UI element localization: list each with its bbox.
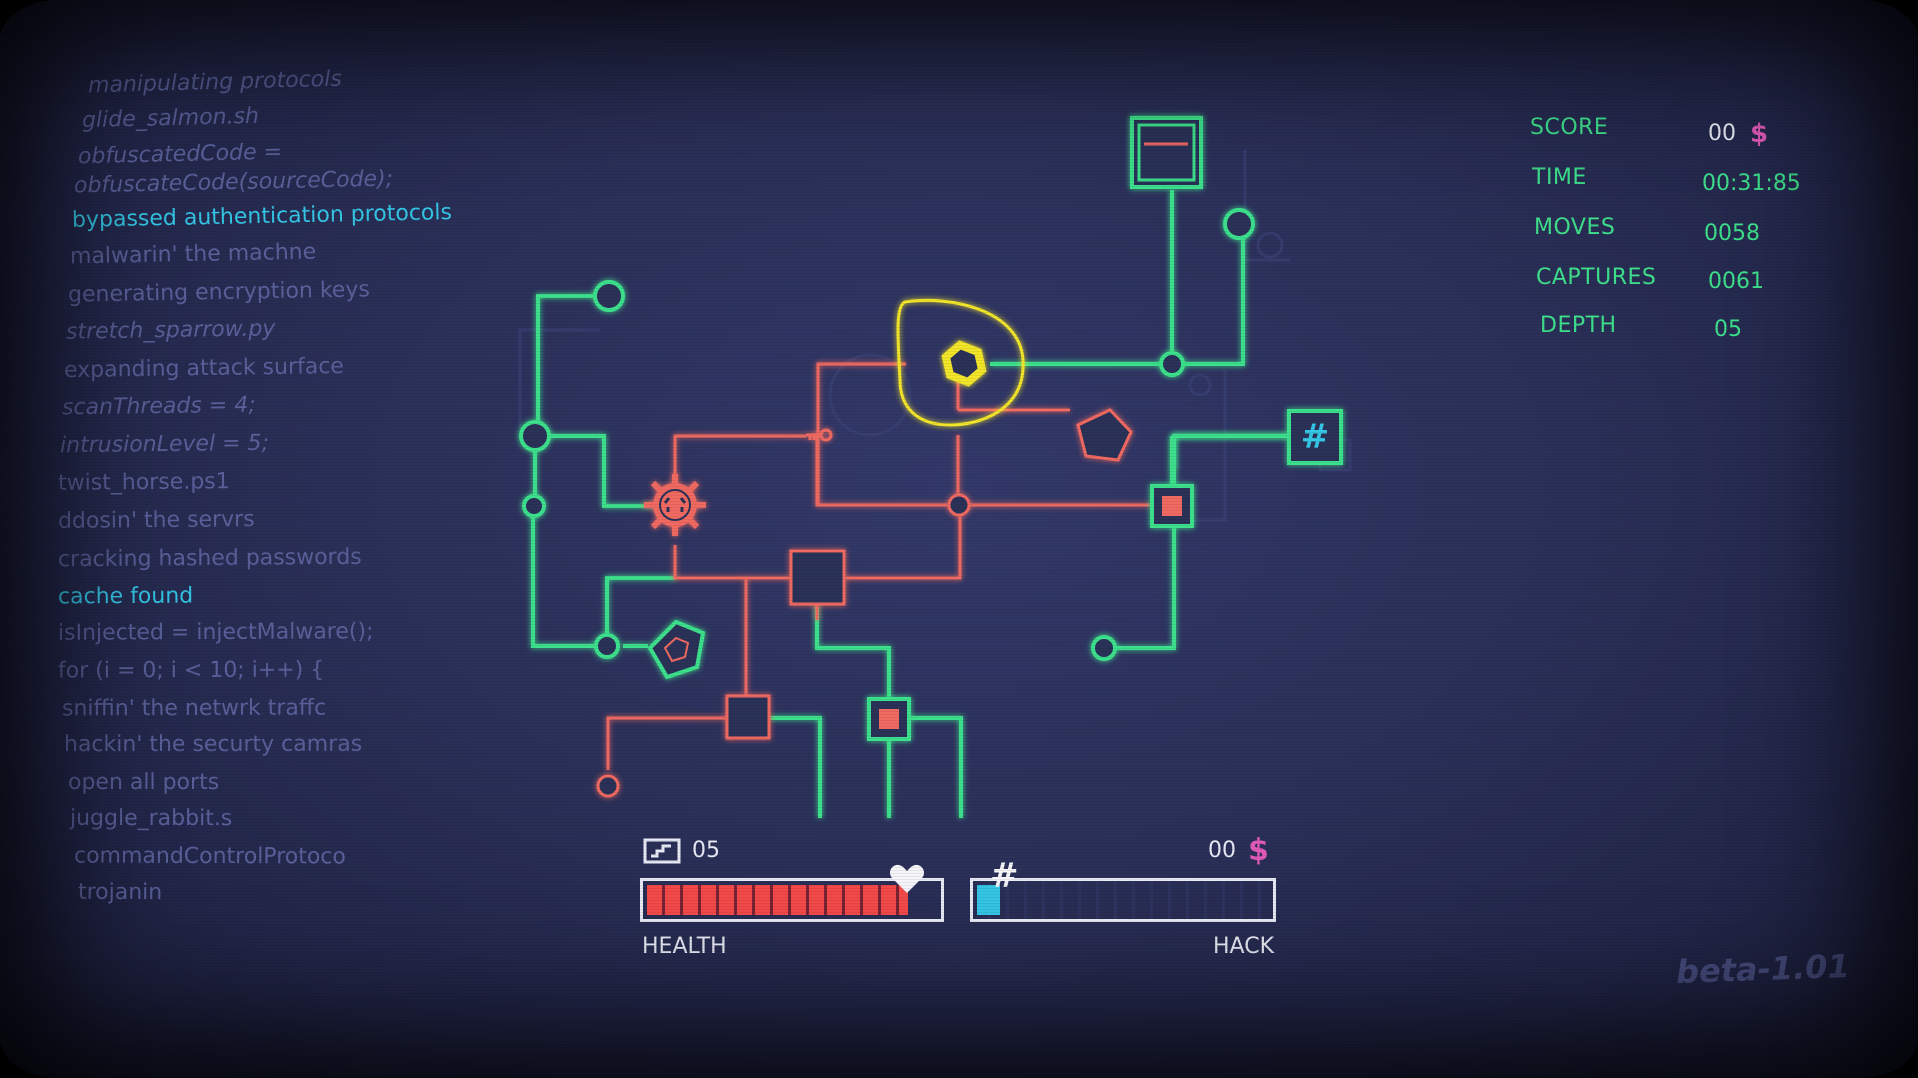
hash-icon: # [1301, 417, 1330, 457]
stat-depth: DEPTH 05 [1530, 313, 1830, 343]
green-pentagon-enemy [647, 619, 706, 680]
red-square-nodes [725, 549, 846, 740]
green-connector [1172, 434, 1290, 470]
red-pentagon-enemy [1076, 408, 1133, 462]
score-dollar-icon: $ [1750, 119, 1769, 149]
hud-depth-count: 05 [692, 838, 720, 863]
stat-captures: CAPTURES 0061 [1530, 265, 1830, 295]
red-nodes [596, 493, 971, 798]
spiky-virus-enemy [644, 474, 706, 536]
hud-money-count: 00 [1208, 838, 1236, 863]
time-label: TIME [1532, 165, 1587, 190]
moves-value: 0058 [1704, 221, 1760, 246]
health-bar-fill [647, 885, 908, 915]
heart-icon [889, 864, 925, 893]
firewall-node-lower [867, 697, 911, 741]
depth-label: DEPTH [1540, 313, 1617, 338]
hud-dollar-icon: $ [1248, 833, 1269, 868]
green-nodes [519, 208, 1255, 661]
hack-hash-icon: # [990, 856, 1019, 896]
score-value: 00 [1708, 121, 1736, 146]
player-node[interactable] [896, 298, 1025, 427]
ghost-circuitry [518, 150, 1352, 522]
version-label: beta-1.01 [1675, 946, 1851, 992]
health-label: HEALTH [642, 934, 727, 959]
depth-value: 05 [1714, 317, 1742, 342]
key-icon [806, 428, 833, 442]
hack-label: HACK [1213, 934, 1274, 959]
hack-bar-fill [977, 885, 1001, 915]
firewall-node [1150, 484, 1194, 528]
moves-label: MOVES [1534, 215, 1616, 240]
time-value: 00:31:85 [1702, 171, 1801, 196]
red-circuits [606, 362, 1160, 770]
hack-bar [970, 878, 1276, 922]
health-bar [640, 878, 944, 922]
score-label: SCORE [1530, 115, 1609, 140]
captures-value: 0061 [1708, 269, 1764, 294]
stat-score: SCORE 00 $ [1530, 115, 1830, 149]
stairs-icon [643, 838, 681, 864]
exit-node [1130, 116, 1203, 189]
hash-cache-node: # [1287, 409, 1343, 465]
stat-time: TIME 00:31:85 [1530, 165, 1830, 196]
stat-moves: MOVES 0058 [1530, 215, 1830, 246]
captures-label: CAPTURES [1536, 265, 1657, 290]
